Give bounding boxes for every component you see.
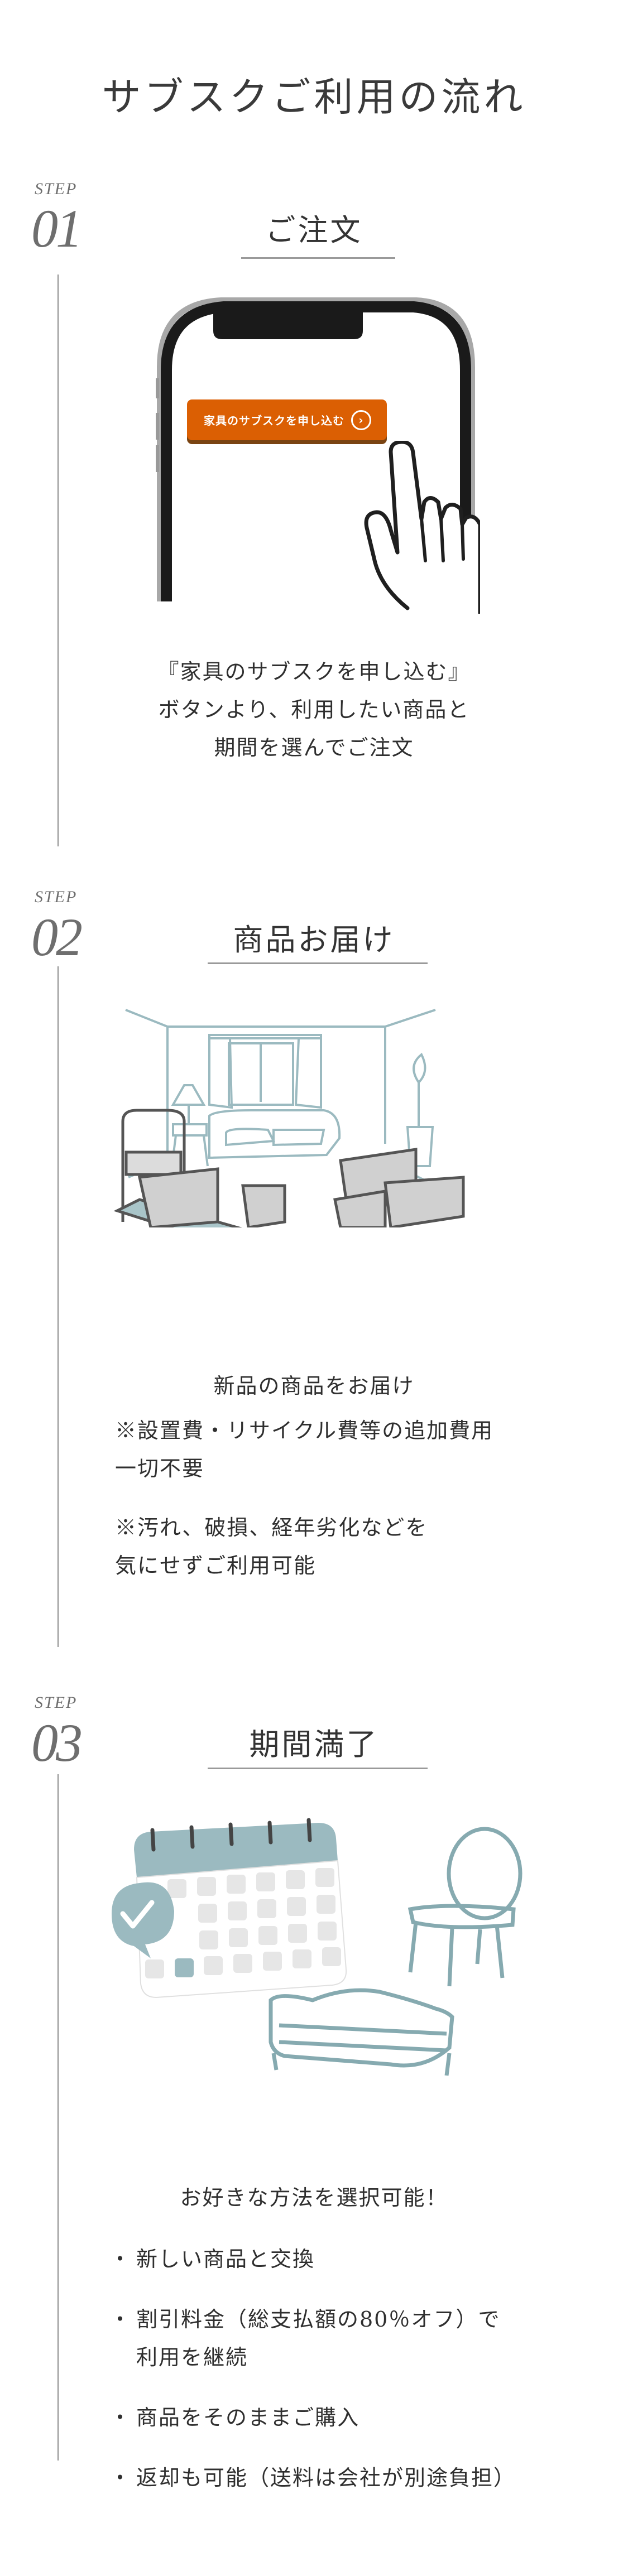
- smartphone-illustration: [156, 297, 475, 601]
- note-line: 気にせずご利用可能: [115, 1553, 317, 1578]
- step-title: ご注文: [265, 213, 363, 248]
- period-end-illustration: [112, 1818, 522, 2076]
- sofa-icon: [269, 1988, 454, 2076]
- step-number: 02: [31, 907, 83, 967]
- step-number: 01: [31, 199, 83, 258]
- page-title: サブスクご利用の流れ: [102, 74, 526, 120]
- delivery-room-illustration: [113, 1009, 465, 1227]
- timeline-line: [57, 275, 59, 846]
- note-line: ※設置費・リサイクル費等の追加費用: [115, 1418, 494, 1443]
- step-2-note: ※汚れ、破損、経年劣化などを 気にせずご利用可能: [115, 1509, 562, 1585]
- step-2-headline: 新品の商品をお届け: [213, 1374, 415, 1398]
- step-3-headline: お好きな方法を選択可能！: [180, 2185, 448, 2210]
- option-item: 商品をそのままご購入: [109, 2399, 592, 2437]
- step-title-underline: [208, 962, 428, 964]
- note-line: 一切不要: [115, 1456, 205, 1481]
- step-label: STEP: [35, 180, 78, 198]
- option-item: 返却も可能（送料は会社が別途負担）: [109, 2459, 592, 2497]
- hand-pointer-icon: [364, 441, 480, 614]
- step-title: 商品お届け: [233, 922, 395, 957]
- step-1-description: 『家具のサブスクを申し込む』 ボタンより、利用したい商品と 期間を選んでご注文: [0, 653, 628, 767]
- apply-subscription-button[interactable]: 家具のサブスクを申し込む ›: [187, 399, 387, 440]
- description-line: 期間を選んでご注文: [214, 735, 414, 760]
- calendar-icon: [112, 1818, 347, 1999]
- step-title-underline: [208, 1768, 428, 1769]
- description-line: 『家具のサブスクを申し込む』: [157, 659, 471, 684]
- step-title: 期間満了: [249, 1727, 379, 1762]
- step-label: STEP: [35, 1693, 78, 1712]
- step-title-underline: [241, 257, 395, 259]
- description-line: ボタンより、利用したい商品と: [158, 697, 470, 722]
- timeline-line: [57, 966, 59, 1647]
- chair-icon: [408, 1827, 522, 1987]
- note-line: ※汚れ、破損、経年劣化などを: [115, 1515, 428, 1540]
- step-label: STEP: [35, 888, 78, 906]
- option-item: 新しい商品と交換: [109, 2240, 592, 2278]
- timeline-line: [57, 1774, 59, 2461]
- step-2-note: ※設置費・リサイクル費等の追加費用 一切不要: [115, 1412, 562, 1487]
- apply-subscription-button-label: 家具のサブスクを申し込む: [204, 414, 344, 427]
- chevron-right-circle-icon: ›: [351, 410, 371, 430]
- step-number: 03: [31, 1713, 83, 1773]
